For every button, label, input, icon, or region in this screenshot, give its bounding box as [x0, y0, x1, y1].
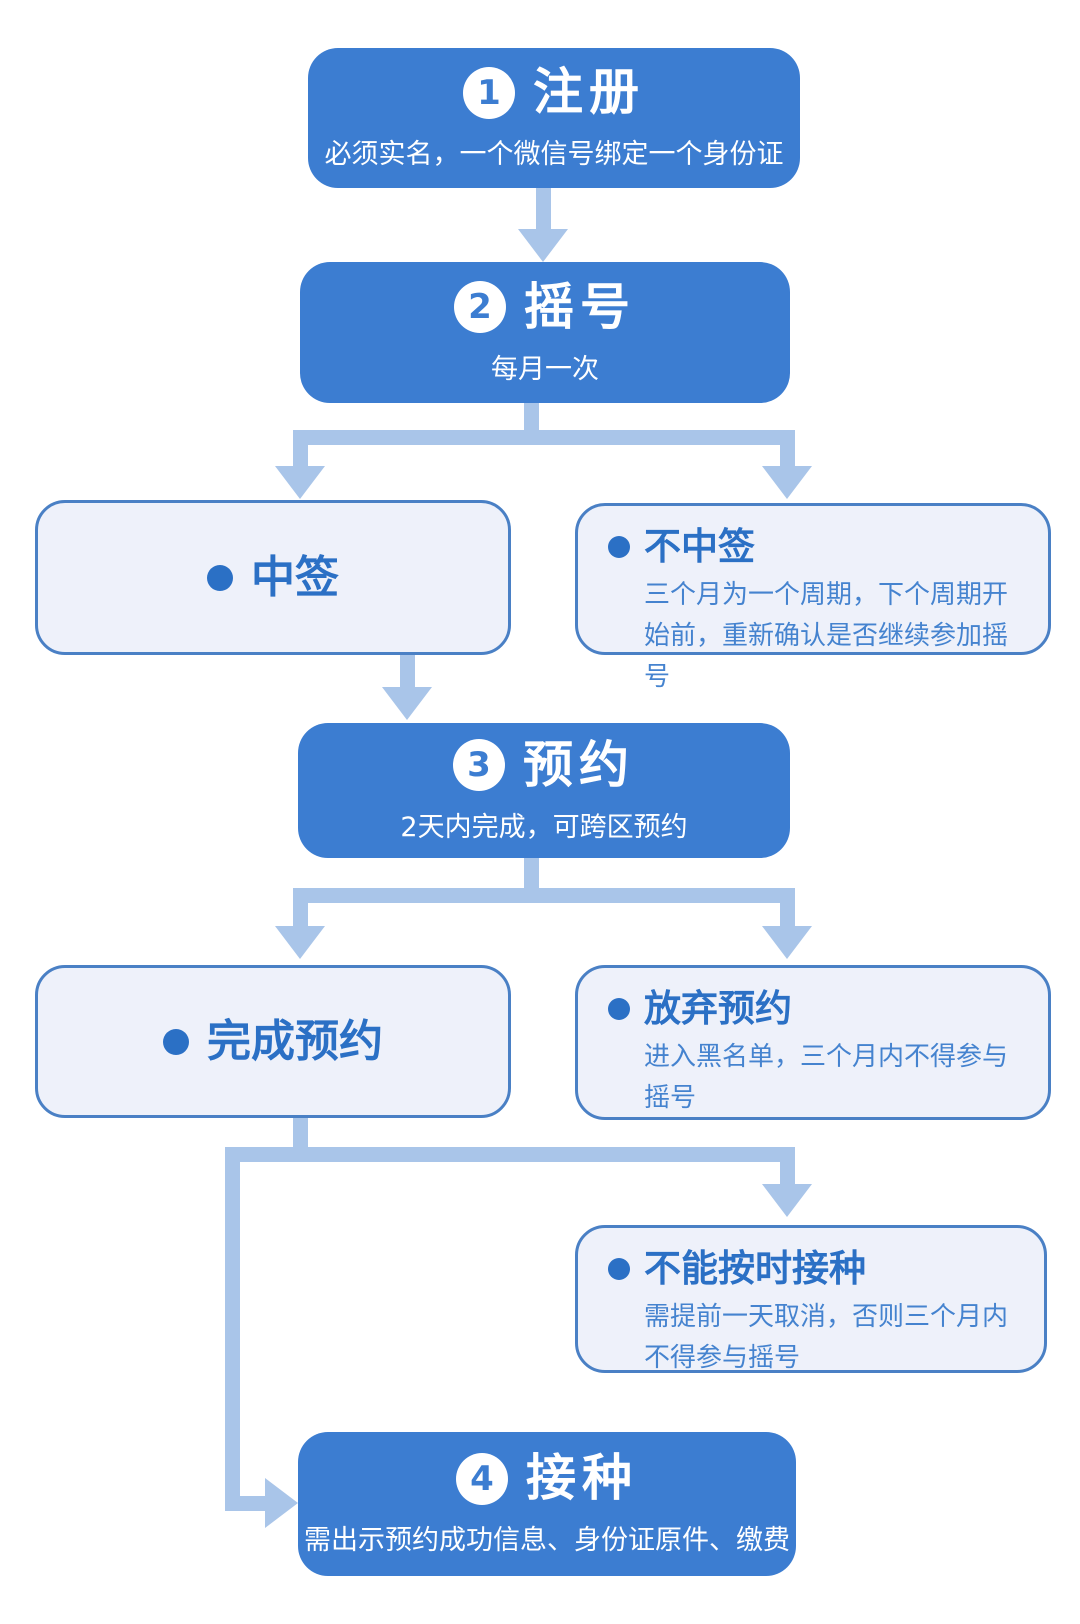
outcome-late-title: 不能按时接种	[644, 1247, 866, 1290]
connector-done-right-drop	[780, 1162, 795, 1186]
outcome-win-title: 中签	[251, 552, 339, 603]
outcome-late-note: 需提前一天取消，否则三个月内不得参与摇号	[644, 1302, 1009, 1374]
connector-step3-right-drop	[780, 903, 795, 928]
step2-subtitle: 每月一次	[491, 353, 599, 385]
outcome-late-title-row: 不能按时接种	[608, 1246, 1026, 1292]
connector-step2-right-drop	[780, 445, 795, 470]
arrow-down-icon	[382, 687, 432, 720]
connector-win-step3-stem	[400, 654, 415, 690]
connector-done-split-stem	[293, 1117, 308, 1149]
step3-appointment-box: 3 预约 2天内完成，可跨区预约	[298, 723, 790, 858]
step3-number-badge: 3	[453, 739, 505, 791]
step2-number-badge: 2	[454, 281, 506, 333]
outcome-done-box: 完成预约	[35, 965, 511, 1118]
outcome-abandon-title-row: 放弃预约	[608, 986, 1030, 1032]
bullet-icon	[608, 998, 630, 1021]
outcome-abandon-note: 进入黑名单，三个月内不得参与摇号	[644, 1042, 1009, 1114]
outcome-win-box: 中签	[35, 500, 511, 655]
step1-title-row: 1 注册	[463, 65, 645, 120]
outcome-lose-title: 不中签	[644, 525, 755, 568]
step1-title: 注册	[533, 63, 645, 121]
connector-step2-left-drop	[293, 445, 308, 470]
bullet-icon	[163, 1028, 189, 1055]
arrow-down-icon	[762, 466, 812, 499]
arrow-down-icon	[275, 466, 325, 499]
outcome-abandon-title: 放弃预约	[644, 987, 792, 1030]
connector-done-step4-foot	[225, 1496, 267, 1511]
step4-number-badge: 4	[456, 1452, 508, 1505]
connector-done-step4-vertical	[225, 1147, 240, 1511]
connector-step2-split-stem	[524, 402, 539, 432]
arrow-down-icon	[275, 926, 325, 959]
connector-step2-split-bar	[293, 430, 795, 445]
step3-subtitle: 2天内完成，可跨区预约	[400, 811, 688, 843]
connector-step3-left-drop	[293, 903, 308, 928]
step3-title: 预约	[523, 735, 635, 794]
bullet-icon	[608, 536, 630, 559]
connector-done-split-bar	[225, 1147, 795, 1162]
outcome-lose-title-row: 不中签	[608, 524, 1030, 570]
step4-title: 接种	[526, 1449, 638, 1507]
arrow-down-icon	[762, 1184, 812, 1217]
bullet-icon	[207, 564, 233, 591]
outcome-late-box: 不能按时接种 需提前一天取消，否则三个月内不得参与摇号	[575, 1225, 1047, 1373]
step1-register-box: 1 注册 必须实名，一个微信号绑定一个身份证	[308, 48, 800, 188]
step4-subtitle: 需出示预约成功信息、身份证原件、缴费	[304, 1525, 790, 1556]
step1-subtitle: 必须实名，一个微信号绑定一个身份证	[324, 139, 784, 170]
step4-title-row: 4 接种	[456, 1451, 638, 1506]
step2-title: 摇号	[524, 277, 636, 336]
connector-step3-split-bar	[293, 888, 795, 903]
connector-step3-split-stem	[524, 857, 539, 890]
arrow-down-icon	[518, 229, 568, 262]
outcome-abandon-box: 放弃预约 进入黑名单，三个月内不得参与摇号	[575, 965, 1051, 1120]
outcome-done-title: 完成预约	[207, 1016, 383, 1067]
bullet-icon	[608, 1258, 630, 1281]
step3-title-row: 3 预约	[453, 735, 635, 794]
step2-title-row: 2 摇号	[454, 277, 636, 336]
arrow-right-icon	[265, 1478, 298, 1528]
step1-number-badge: 1	[463, 66, 515, 119]
step4-vaccinate-box: 4 接种 需出示预约成功信息、身份证原件、缴费	[298, 1432, 796, 1576]
outcome-lose-note: 三个月为一个周期，下个周期开始前，重新确认是否继续参加摇号	[644, 580, 1009, 693]
step2-lottery-box: 2 摇号 每月一次	[300, 262, 790, 403]
connector-step1-step2-stem	[536, 186, 551, 232]
arrow-down-icon	[762, 926, 812, 959]
outcome-lose-box: 不中签 三个月为一个周期，下个周期开始前，重新确认是否继续参加摇号	[575, 503, 1051, 692]
